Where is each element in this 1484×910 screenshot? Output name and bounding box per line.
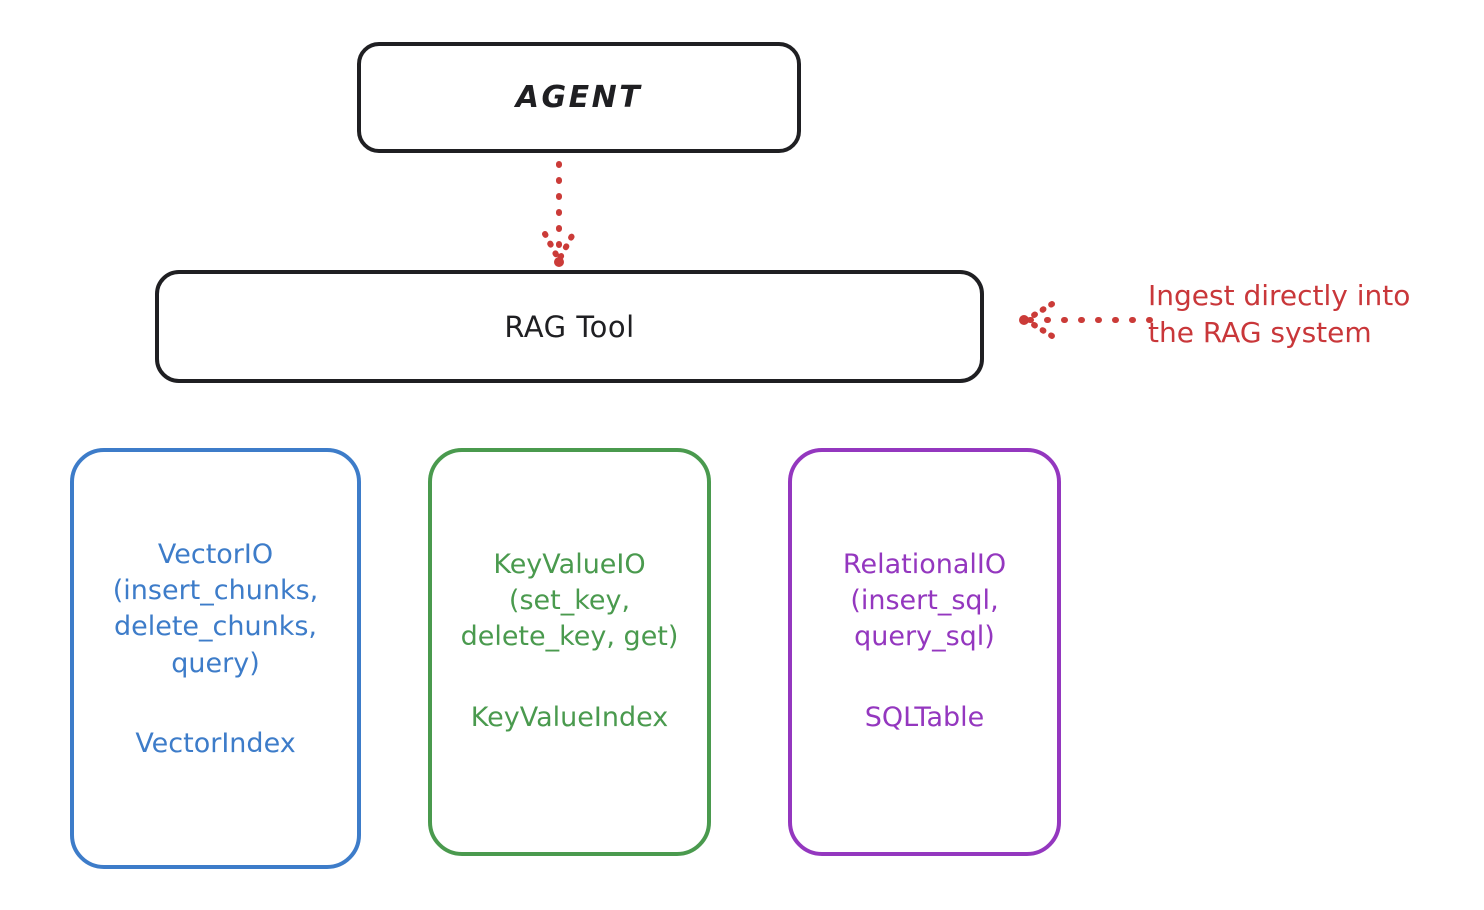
connector-ingest-arrow-icon — [1019, 301, 1153, 339]
relational-store-api-label: RelationalIO (insert_sql, query_sql) — [842, 549, 1007, 653]
node-rag-tool[interactable]: RAG Tool — [155, 270, 984, 383]
annotation-ingest-note: Ingest directly into the RAG system — [1148, 279, 1411, 349]
vector-store-index-label: VectorIndex — [135, 727, 296, 759]
keyvalue-store-index-label: KeyValueIndex — [470, 701, 669, 733]
node-vector-store[interactable]: VectorIO (insert_chunks, delete_chunks, … — [70, 448, 361, 869]
relational-store-index-label: SQLTable — [864, 701, 985, 733]
connector-agent-to-rag-tool-icon — [542, 161, 576, 267]
node-agent-label: AGENT — [515, 80, 643, 115]
node-keyvalue-store[interactable]: KeyValueIO (set_key, delete_key, get) Ke… — [428, 448, 711, 856]
vector-store-api-label: VectorIO (insert_chunks, delete_chunks, … — [112, 539, 319, 679]
keyvalue-store-api-label: KeyValueIO (set_key, delete_key, get) — [460, 549, 679, 653]
node-rag-tool-label: RAG Tool — [504, 309, 635, 344]
node-agent[interactable]: AGENT — [357, 42, 801, 153]
node-relational-store[interactable]: RelationalIO (insert_sql, query_sql) SQL… — [788, 448, 1061, 856]
